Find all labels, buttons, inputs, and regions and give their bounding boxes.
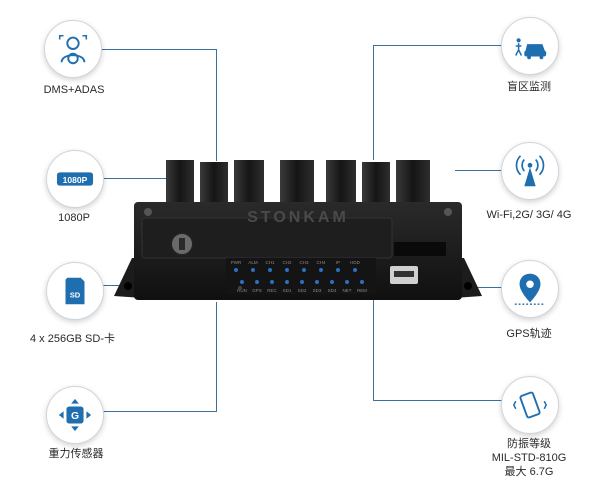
led-label: SD2 — [298, 288, 307, 293]
led-label: IP — [336, 260, 340, 265]
gsensor-label: 重力传感器 — [48, 448, 104, 460]
sd-card-icon-circle: SD — [46, 262, 104, 320]
1080p-icon-circle: 1080P — [46, 150, 104, 208]
led-indicator — [285, 280, 289, 284]
led-label: CH2 — [282, 260, 291, 265]
brand-logo: STONKAM — [247, 209, 349, 226]
1080p-badge-text: 1080P — [63, 175, 88, 185]
connector-line — [475, 287, 503, 288]
led-label: SD4 — [328, 288, 337, 293]
wifi-label: Wi-Fi,2G/ 3G/ 4G — [486, 209, 572, 221]
led-indicator — [330, 280, 334, 284]
led-indicator — [270, 280, 274, 284]
led-label: GPS — [252, 288, 262, 293]
gps-label: GPS轨迹 — [506, 328, 552, 340]
connector-line — [86, 285, 136, 286]
connector-line — [373, 300, 374, 400]
led-indicator — [255, 280, 259, 284]
led-indicator — [240, 280, 244, 284]
led-indicator — [268, 268, 272, 272]
shock-icon-circle — [501, 376, 559, 434]
wifi-tower-icon — [515, 155, 545, 187]
led-label: SD1 — [283, 288, 292, 293]
connector-line — [86, 178, 166, 179]
gps-icon-circle — [501, 260, 559, 318]
card-slot — [394, 242, 446, 256]
led-bottom-row: RUN GPS REC SD1 SD2 SD3 SD4 NET REM — [237, 280, 367, 293]
map-pin-icon — [514, 273, 546, 305]
led-label: SD3 — [313, 288, 322, 293]
connector-line — [373, 400, 503, 401]
connector-line — [86, 49, 216, 50]
led-label: CH3 — [299, 260, 308, 265]
1080p-badge-icon: 1080P — [56, 172, 94, 186]
led-indicator — [285, 268, 289, 272]
sd-card-label: 4 x 256GB SD-卡 — [30, 333, 115, 345]
shock-phone-icon — [513, 391, 547, 419]
dms-adas-label: DMS+ADAS — [43, 84, 105, 96]
led-indicator — [360, 280, 364, 284]
led-label: RUN — [237, 288, 247, 293]
car-pedestrian-icon — [515, 38, 547, 60]
led-indicator — [336, 268, 340, 272]
led-label: PWR — [231, 260, 242, 265]
connector-line — [373, 45, 503, 46]
wifi-icon-circle — [501, 142, 559, 200]
heat-sink — [166, 160, 430, 206]
connector-line — [216, 302, 217, 412]
led-label: REM — [357, 288, 367, 293]
gsensor-letter: G — [71, 411, 79, 422]
led-label: CH4 — [316, 260, 325, 265]
led-indicator — [345, 280, 349, 284]
blind-spot-label: 盲区监测 — [507, 81, 551, 93]
shock-label-line3: 最大 6.7G — [504, 466, 554, 478]
connector-line — [455, 170, 503, 171]
connector-line — [373, 45, 374, 160]
led-panel — [226, 258, 376, 294]
1080p-label: 1080P — [58, 212, 90, 224]
sd-card-icon: SD — [65, 277, 85, 305]
shock-label-line1: 防振等级 — [507, 438, 551, 450]
led-indicator — [300, 280, 304, 284]
dms-adas-icon-circle — [44, 20, 102, 78]
led-label: REC — [267, 288, 277, 293]
led-indicator — [353, 268, 357, 272]
gsensor-icon-circle: G — [46, 386, 104, 444]
driver-monitor-icon — [58, 34, 88, 65]
gsensor-icon: G — [58, 398, 92, 432]
led-label: NET — [343, 288, 352, 293]
led-indicator — [319, 268, 323, 272]
led-label: CH1 — [265, 260, 274, 265]
led-indicator — [251, 268, 255, 272]
connector-line — [216, 49, 217, 161]
blind-spot-icon-circle — [501, 17, 559, 75]
mdvr-device: STONKAM PWR ALM CH1 CH2 CH3 CH4 IP HDD RUN GPS RE… — [114, 160, 482, 300]
led-indicator — [315, 280, 319, 284]
led-top-row: PWR ALM CH1 CH2 CH3 CH4 IP HDD — [231, 260, 361, 272]
led-indicator — [234, 268, 238, 272]
sd-card-text: SD — [70, 291, 81, 300]
connector-line — [86, 411, 216, 412]
led-indicator — [302, 268, 306, 272]
led-label: ALM — [248, 260, 258, 265]
shock-label-line2: MIL-STD-810G — [491, 452, 567, 464]
led-label: HDD — [350, 260, 360, 265]
